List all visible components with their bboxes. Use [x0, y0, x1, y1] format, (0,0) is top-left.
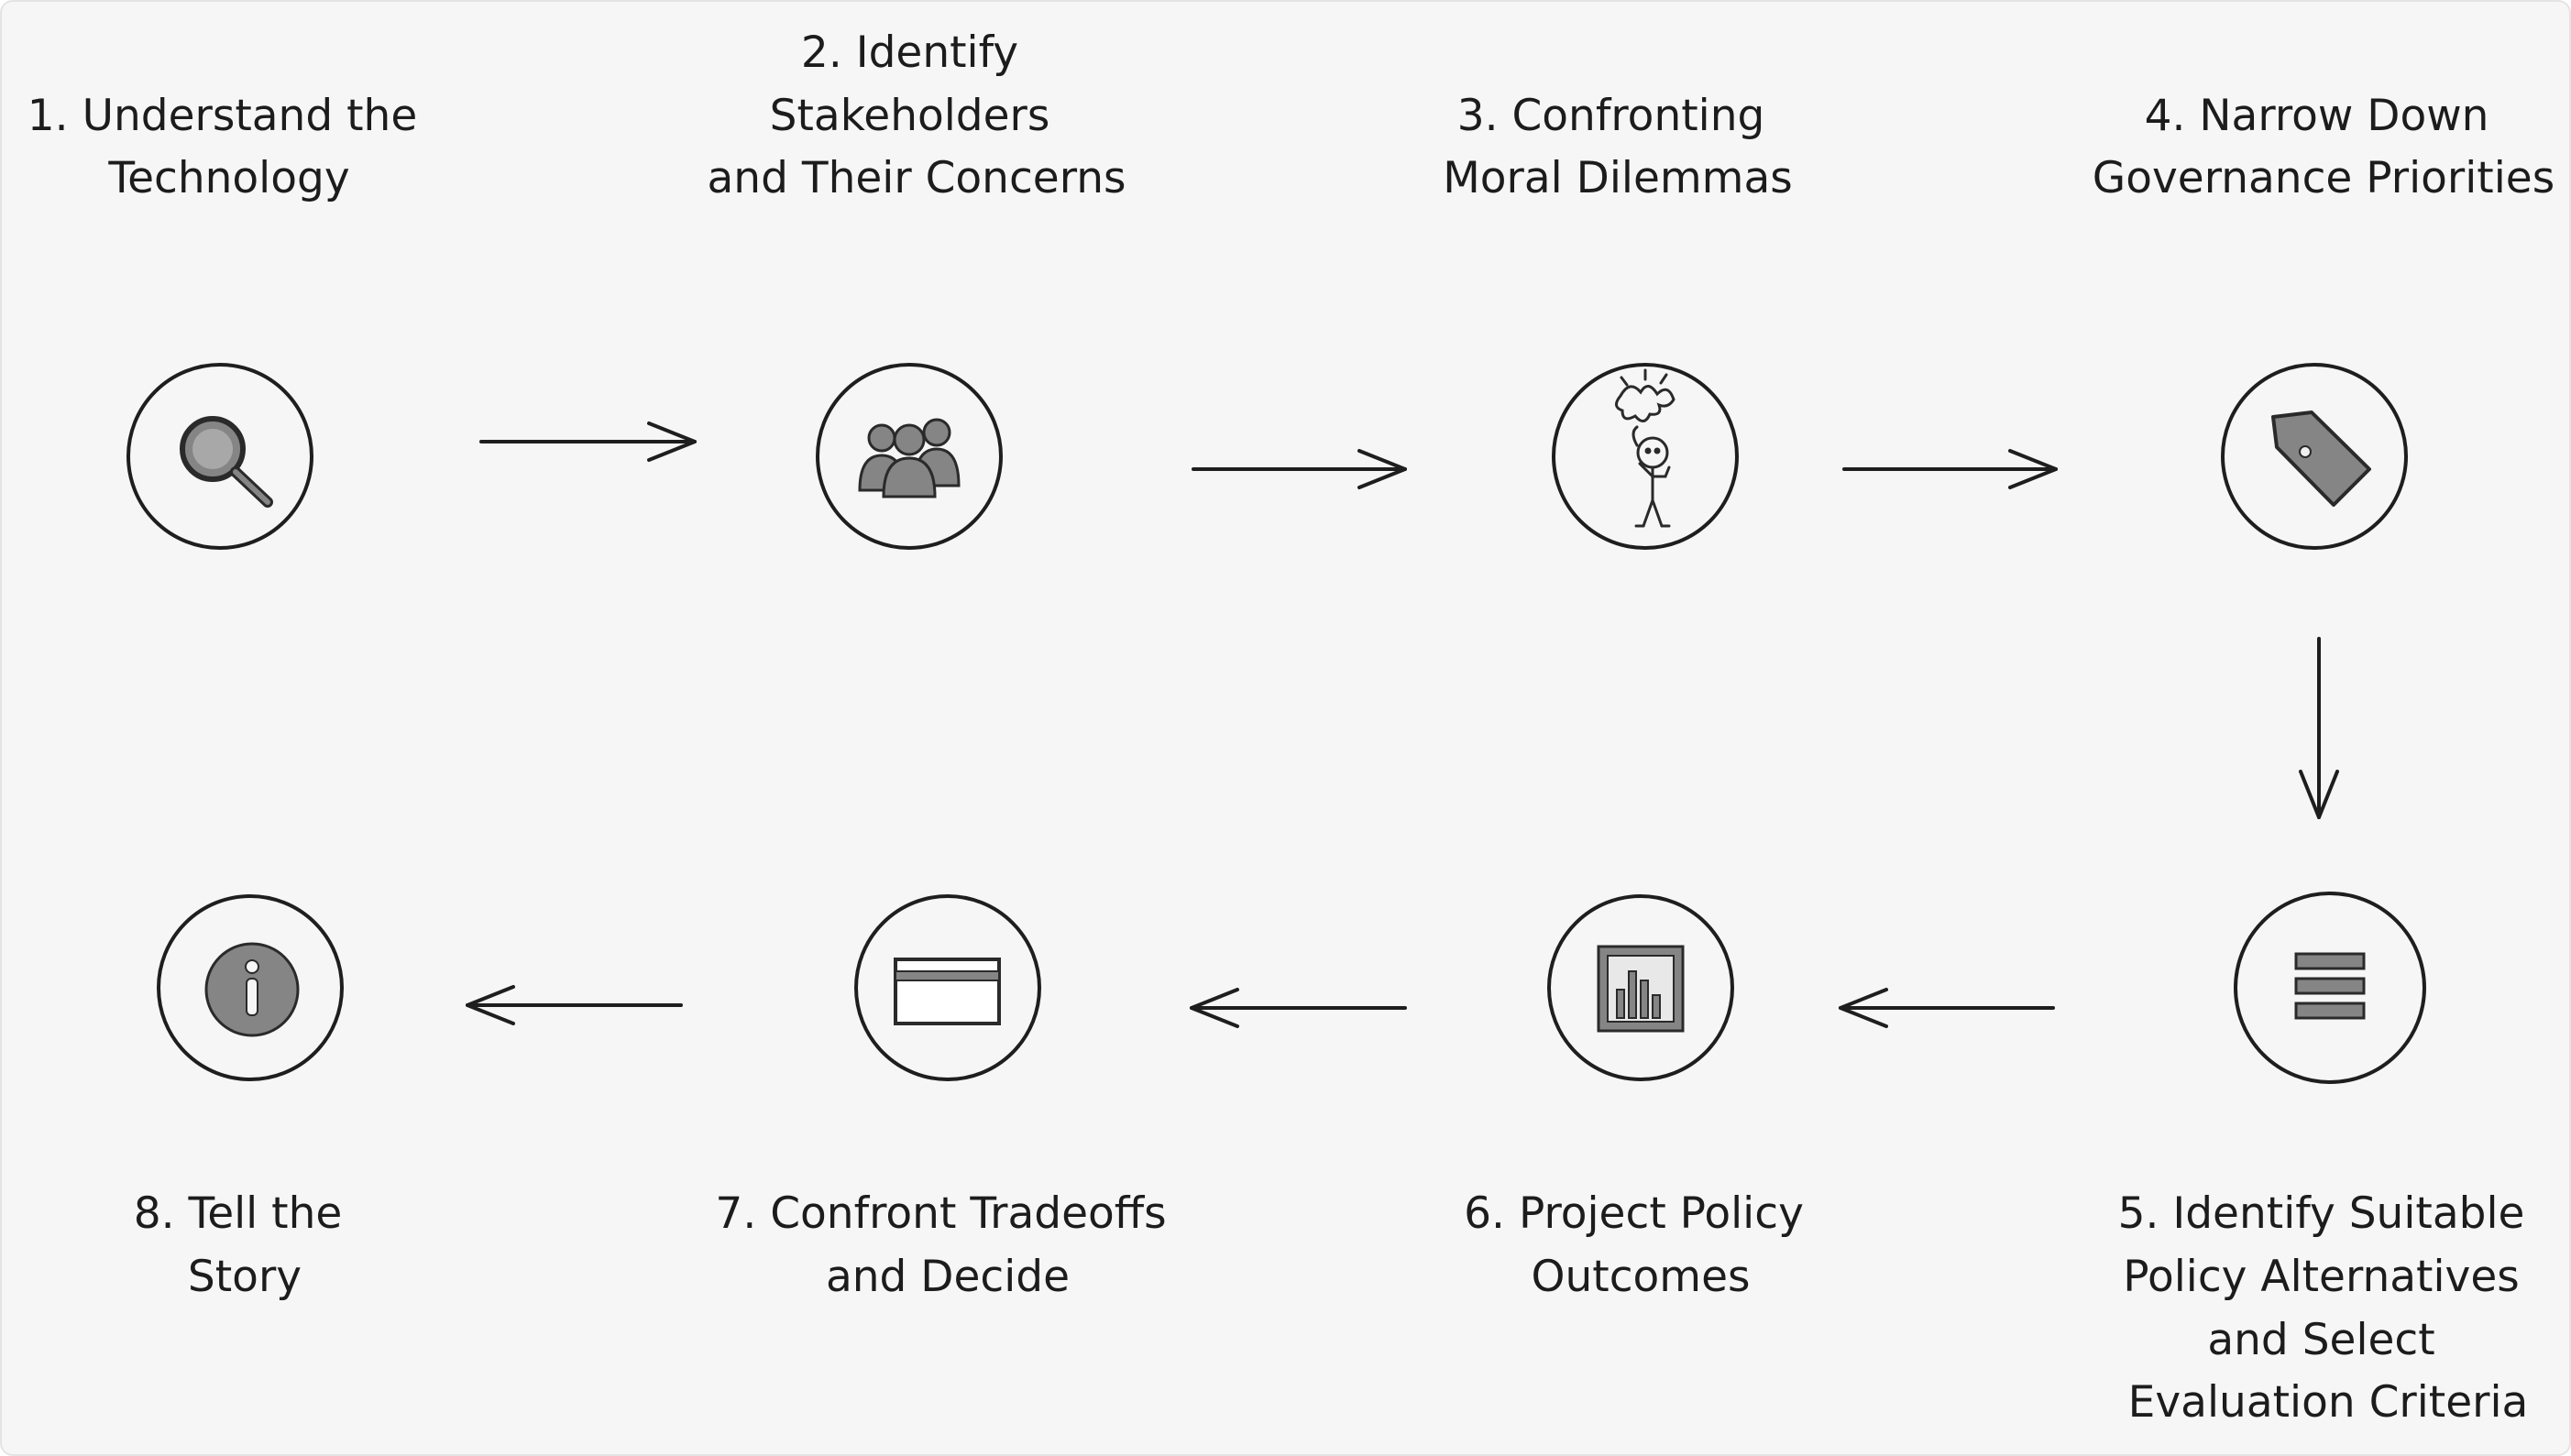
- step-3-label: 3. Confronting Moral Dilemmas: [1443, 91, 1793, 203]
- step-1-node: [126, 363, 313, 550]
- card-icon: [894, 958, 1001, 1025]
- list-icon: [2294, 952, 2366, 1020]
- arrow-1-to-2: [479, 421, 697, 462]
- info-icon: [204, 942, 300, 1037]
- step-7-label: 7. Confront Tradeoffs and Decide: [715, 1188, 1180, 1302]
- arrow-5-to-6: [1839, 988, 2055, 1028]
- arrow-2-to-3: [1192, 449, 1407, 489]
- magnifier-icon: [180, 416, 273, 508]
- arrow-4-to-5: [2299, 637, 2339, 819]
- step-3-node: [1552, 363, 1739, 550]
- step-6-label: 6. Project Policy Outcomes: [1464, 1188, 1818, 1302]
- step-4-label: 4. Narrow Down Governance Priorities: [2093, 91, 2555, 203]
- arrow-7-to-8: [466, 985, 683, 1025]
- step-8-label: 8. Tell the Story: [134, 1188, 357, 1302]
- step-7-node: [854, 894, 1041, 1081]
- tag-icon: [2271, 411, 2371, 507]
- step-2-label: 2. Identify Stakeholders and Their Conce…: [708, 27, 1126, 203]
- step-1-label: 1. Understand the Technology: [27, 91, 431, 203]
- step-5-label: 5. Identify Suitable Policy Alternatives…: [2118, 1188, 2539, 1428]
- people-group-icon: [858, 418, 961, 498]
- step-2-node: [816, 363, 1003, 550]
- step-5-node: [2234, 892, 2426, 1084]
- arrow-3-to-4: [1842, 449, 2058, 489]
- step-8-node: [157, 894, 344, 1081]
- confused-figure-icon: [1615, 368, 1676, 528]
- arrow-6-to-7: [1190, 988, 1407, 1028]
- step-6-node: [1547, 894, 1734, 1081]
- step-4-node: [2221, 363, 2408, 550]
- bar-chart-icon: [1597, 945, 1685, 1033]
